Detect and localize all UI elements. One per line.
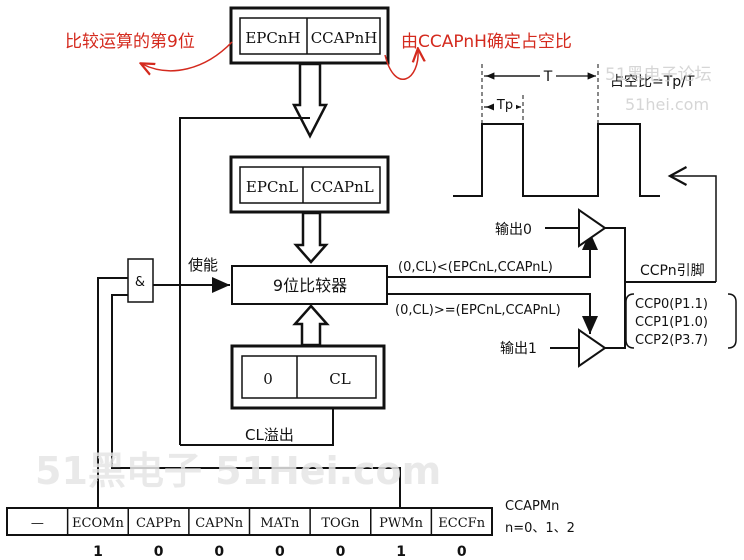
bit-value-5: 0 [336, 544, 346, 560]
bit-name-2: CAPPn [136, 516, 182, 531]
counter-register: 0 CL [230, 344, 386, 410]
buffer-1 [578, 328, 607, 368]
cond-ge-label: (0,CL)>=(EPCnL,CCAPnL) [395, 303, 561, 318]
enable-label: 使能 [188, 256, 218, 274]
counter-cl: CL [329, 370, 350, 388]
bit-name-5: TOGn [321, 516, 360, 531]
and-gate-label: & [135, 275, 145, 290]
counter-high-bit: 0 [263, 370, 273, 388]
ccp2-pin: CCP2(P3.7) [635, 333, 708, 348]
reload-line [179, 117, 310, 445]
ninth-bit-arrow [142, 41, 233, 71]
duty-cycle-arrow [384, 50, 418, 80]
main-watermark: 51黑电子 51Hei.com [35, 449, 441, 493]
low-register: EPCnL CCAPnL [229, 155, 390, 214]
bit-value-6: 1 [396, 544, 406, 560]
pin-bus [605, 227, 626, 349]
and-gate: & [127, 258, 154, 303]
less-output-line [387, 232, 598, 278]
ccapm-name: CCAPMn [505, 499, 559, 514]
high-register: EPCnH CCAPnH [229, 6, 390, 65]
ninth-bit-annotation: 比较运算的第9位 [65, 32, 195, 52]
bit-value-2: 0 [154, 544, 164, 560]
bit-name-3: CAPNn [195, 516, 243, 531]
duty-formula: 占空比=Tp/T [610, 74, 695, 90]
period-label: T [543, 69, 553, 85]
buffer-0 [578, 208, 607, 248]
cl-overflow-label: CL溢出 [245, 426, 294, 444]
bit-value-4: 0 [275, 544, 285, 560]
bit-value-7: 0 [457, 544, 467, 560]
epcnl-label: EPCnL [246, 178, 298, 196]
comparator-label: 9位比较器 [273, 276, 347, 295]
ccapnl-label: CCAPnL [310, 178, 374, 196]
counter-arrow [292, 304, 330, 347]
ccapnh-label: CCAPnH [311, 29, 378, 47]
corner-watermark-bottom: 51hei.com [625, 95, 709, 114]
output0-label: 输出0 [495, 222, 532, 238]
duty-cycle-annotation: 由CCAPnH确定占空比 [401, 32, 572, 52]
transfer-arrow-low-comparator [293, 211, 329, 264]
cl-overflow-line [180, 408, 334, 446]
corner-watermark-top: 51黑电子论坛 [605, 65, 712, 85]
bit-name-1: ECOMn [72, 516, 124, 531]
ecom-line [97, 277, 128, 510]
epcnh-label: EPCnH [245, 29, 300, 47]
waveform: T Tp 占空比=Tp/T [453, 64, 695, 197]
feedback-arrow [667, 166, 717, 282]
ccapm-register: — ECOMn 1 CAPPn 0 CAPNn 0 MATn 0 TOGn 0 PWMn 1 ECCFn 0… [6, 499, 575, 560]
ccp1-pin: CCP1(P1.0) [635, 315, 708, 330]
bit-name-6: PWMn [379, 516, 423, 531]
comparator: 9位比较器 [231, 265, 388, 305]
bit-value-1: 1 [93, 544, 103, 560]
bit-name-7: ECCFn [438, 516, 485, 531]
ge-output-line [387, 293, 598, 334]
pulse-label: Tp [496, 98, 513, 113]
ccp0-pin: CCP0(P1.1) [635, 297, 708, 312]
ccapm-index-note: n=0、1、2 [505, 521, 575, 536]
bit-name-0: — [31, 516, 44, 531]
transfer-arrow-high-low [291, 62, 329, 139]
ccp-pin-label: CCPn引脚 [640, 263, 705, 279]
cond-less-label: (0,CL)<(EPCnL,CCAPnL) [398, 260, 553, 275]
output1-label: 输出1 [500, 341, 537, 357]
pwm-line [111, 294, 401, 510]
bit-name-4: MATn [260, 516, 300, 531]
ccp-pin-list: CCP0(P1.1) CCP1(P1.0) CCP2(P3.7) [625, 293, 737, 349]
pwm-waveform [453, 123, 660, 197]
bit-value-3: 0 [214, 544, 224, 560]
annotations: 比较运算的第9位 由CCAPnH确定占空比 [65, 32, 572, 80]
